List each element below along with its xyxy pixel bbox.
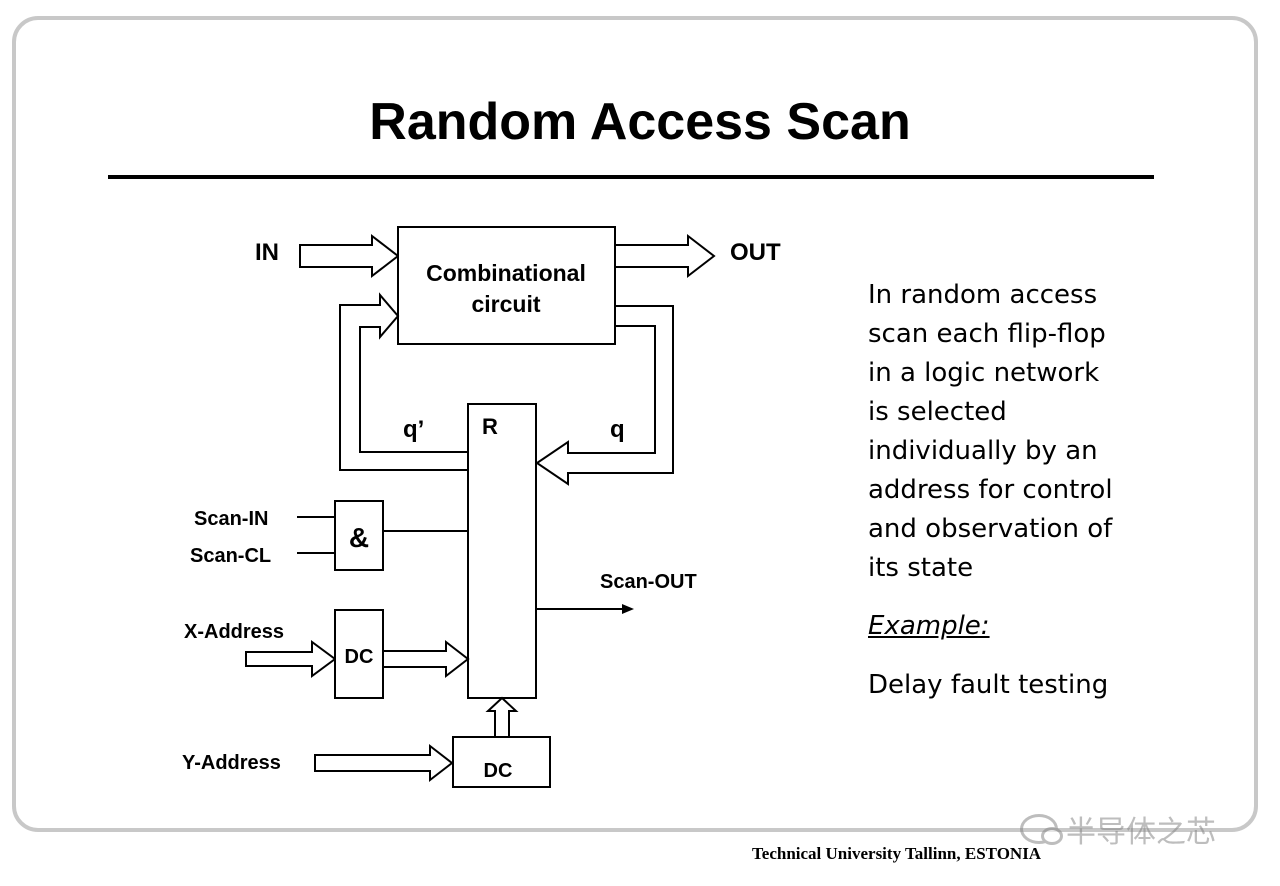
slide-frame xyxy=(12,16,1258,832)
watermark-text: 半导体之芯 xyxy=(1066,815,1216,850)
q-prime-feedback-arrow xyxy=(339,292,469,471)
combinational-circuit-box xyxy=(397,226,616,345)
q-feedback-arrow xyxy=(535,305,674,486)
example-heading: Example: xyxy=(868,611,990,641)
out-arrow xyxy=(614,233,716,279)
y-address-label: Y-Address xyxy=(182,752,281,774)
dc-y-to-r-arrow xyxy=(485,696,519,738)
description-line: and observation of xyxy=(868,514,1113,544)
q-label: q xyxy=(610,416,625,443)
scan-out-label: Scan-OUT xyxy=(600,571,697,593)
title-underline xyxy=(108,175,1154,179)
out-label: OUT xyxy=(730,239,781,266)
q-prime-label: q’ xyxy=(403,416,424,443)
y-address-arrow xyxy=(314,743,454,783)
scan-in-label: Scan-IN xyxy=(194,508,268,530)
in-label: IN xyxy=(255,239,279,266)
slide-title: Random Access Scan xyxy=(369,93,911,151)
description-line: address for control xyxy=(868,475,1113,505)
description-text: In random access scan each flip-flop in … xyxy=(868,276,1168,588)
combinational-label-line1: Combinational xyxy=(426,260,586,286)
and-gate-box xyxy=(334,500,384,571)
and-gate-label: & xyxy=(349,522,369,553)
watermark: 半导体之芯 xyxy=(1020,808,1216,850)
example-text: Delay fault testing xyxy=(868,670,1109,700)
description-line: its state xyxy=(868,553,974,583)
dc-x-to-r-arrow xyxy=(382,639,470,679)
description-line: scan each flip-flop xyxy=(868,319,1106,349)
combinational-label-line2: circuit xyxy=(471,291,540,317)
dc-y-label: DC xyxy=(484,760,513,782)
wechat-logo-icon xyxy=(1020,814,1063,845)
x-address-arrow xyxy=(245,640,337,678)
dc-x-box xyxy=(334,609,384,699)
description-line: In random access xyxy=(868,280,1098,310)
dc-x-label: DC xyxy=(345,646,374,668)
description-line: individually by an xyxy=(868,436,1098,466)
description-line: is selected xyxy=(868,397,1007,427)
in-arrow xyxy=(299,233,400,279)
dc-y-box xyxy=(452,736,551,788)
register-r-label: R xyxy=(482,414,498,439)
footer-credit: Technical University Tallinn, ESTONIA xyxy=(752,844,1042,863)
description-line: in a logic network xyxy=(868,358,1100,388)
x-address-label: X-Address xyxy=(184,621,284,643)
register-r-box xyxy=(467,403,537,699)
scan-cl-label: Scan-CL xyxy=(190,545,271,567)
